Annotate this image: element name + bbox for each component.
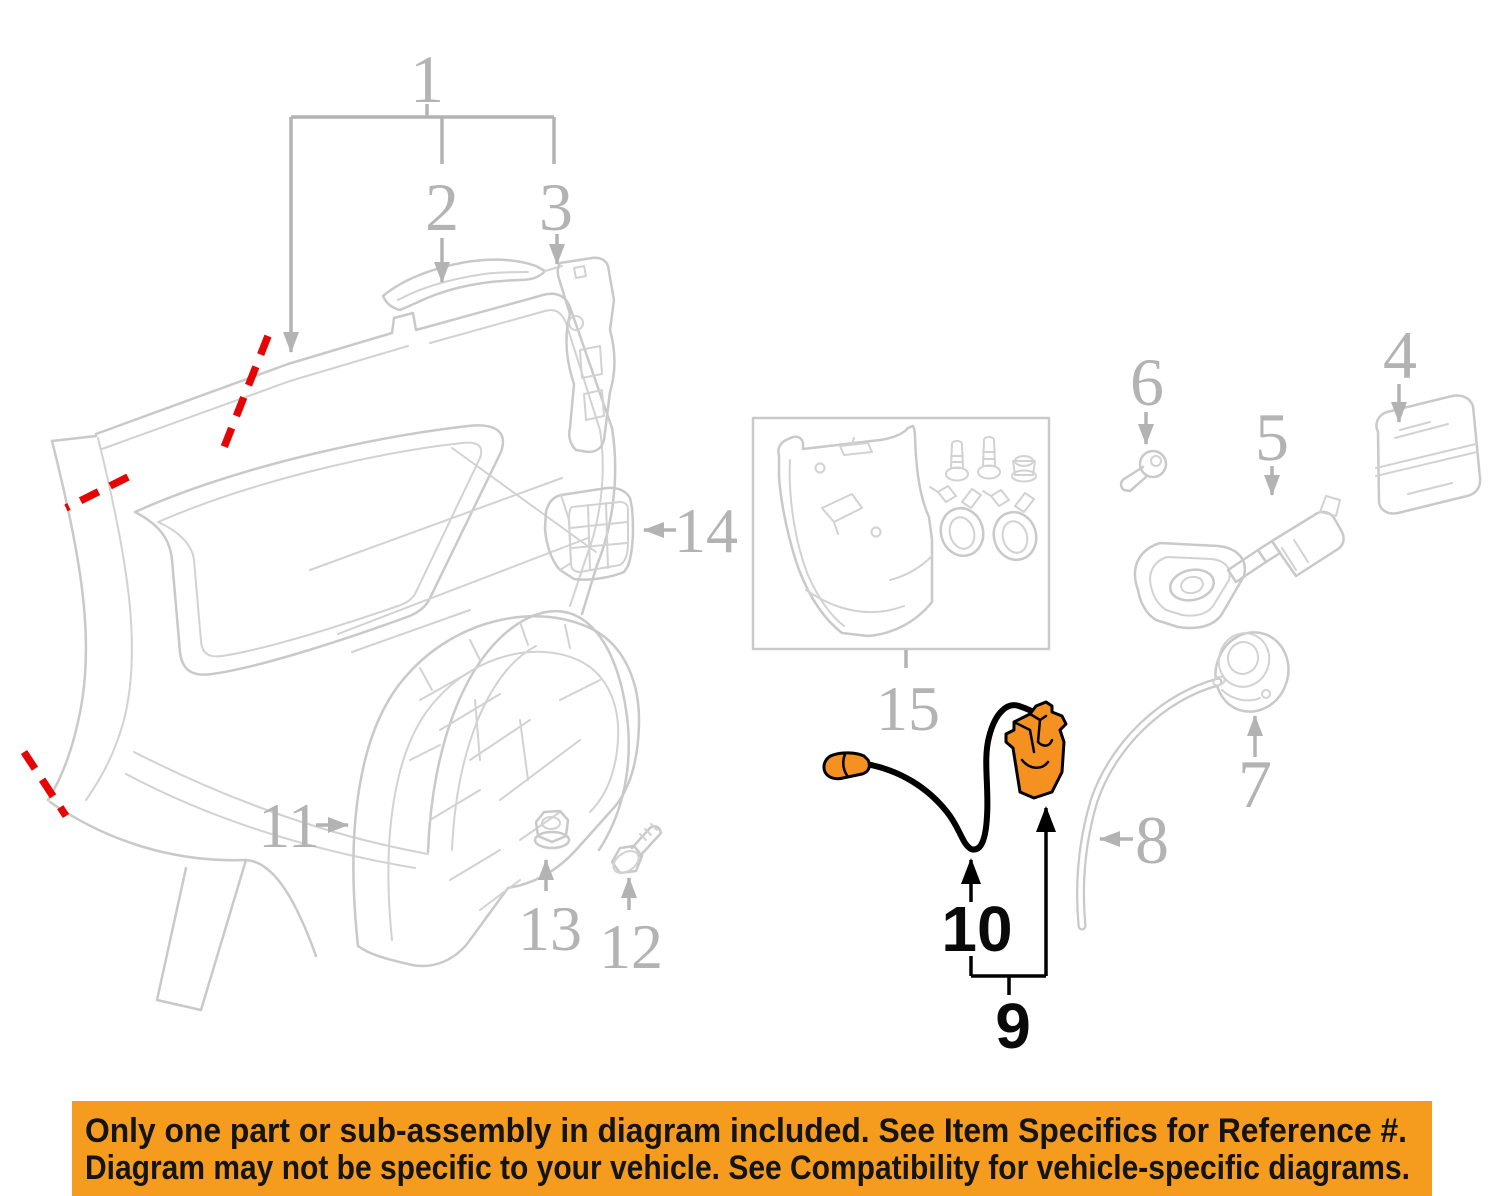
- pressure-vent-drawing: [543, 486, 635, 581]
- callout-14: 14: [674, 495, 738, 566]
- mudguard-kit-box-drawing: [751, 416, 1051, 651]
- roof-rail-extension-drawing: [381, 258, 563, 312]
- hex-bolt-drawing: [610, 823, 663, 875]
- callout-13: 13: [518, 893, 582, 964]
- wheel-liner-drawing: [352, 615, 641, 968]
- inner-pillar-panel-drawing: [556, 256, 616, 454]
- mud-flap-drawing: [777, 424, 934, 638]
- highlight-callout-arrows: [961, 806, 1056, 995]
- callout-12: 12: [599, 911, 663, 982]
- callout-2: 2: [425, 169, 459, 245]
- callout-9: 9: [995, 990, 1031, 1062]
- highlighted-actuator-assembly: [822, 700, 1068, 853]
- callout-5: 5: [1255, 399, 1289, 475]
- red-dash-upper: [217, 334, 272, 457]
- callout-4: 4: [1383, 317, 1417, 393]
- callout-11: 11: [258, 790, 320, 861]
- flange-nut-drawing: [533, 809, 571, 850]
- release-cable-drawing: [863, 702, 1050, 853]
- notice-line-1: Only one part or sub-assembly in diagram…: [85, 1112, 1407, 1150]
- callout-1: 1: [410, 41, 444, 117]
- kit-fasteners-drawing: [945, 436, 1037, 483]
- callout-arrows: [283, 104, 1407, 910]
- callout-10: 10: [941, 893, 1012, 965]
- callout-8: 8: [1135, 802, 1169, 878]
- screw-drawing: [1119, 449, 1168, 493]
- fuel-door-drawing: [1375, 394, 1482, 515]
- callout-3: 3: [539, 169, 573, 245]
- red-dash-lower: [20, 749, 70, 819]
- notice-banner: Only one part or sub-assembly in diagram…: [72, 1101, 1432, 1196]
- grommet-drawing: [1214, 631, 1290, 713]
- callout-labels: 1 2 3 4 5 6 7 8 11 12 13 14 15: [258, 41, 1417, 982]
- red-dash-middle: [64, 473, 130, 512]
- notice-banner-background: [72, 1101, 1432, 1196]
- callout-7: 7: [1238, 746, 1272, 822]
- notice-line-2: Diagram may not be specific to your vehi…: [85, 1149, 1410, 1187]
- callout-6: 6: [1130, 344, 1164, 420]
- cable-guide-drawing: [1076, 675, 1226, 931]
- cable-connector-drawing: [822, 751, 871, 781]
- callout-15: 15: [876, 673, 940, 744]
- red-dash-markers: [20, 334, 272, 819]
- lock-cylinder-drawing: [1133, 495, 1345, 630]
- clamps-drawing: [929, 485, 1038, 562]
